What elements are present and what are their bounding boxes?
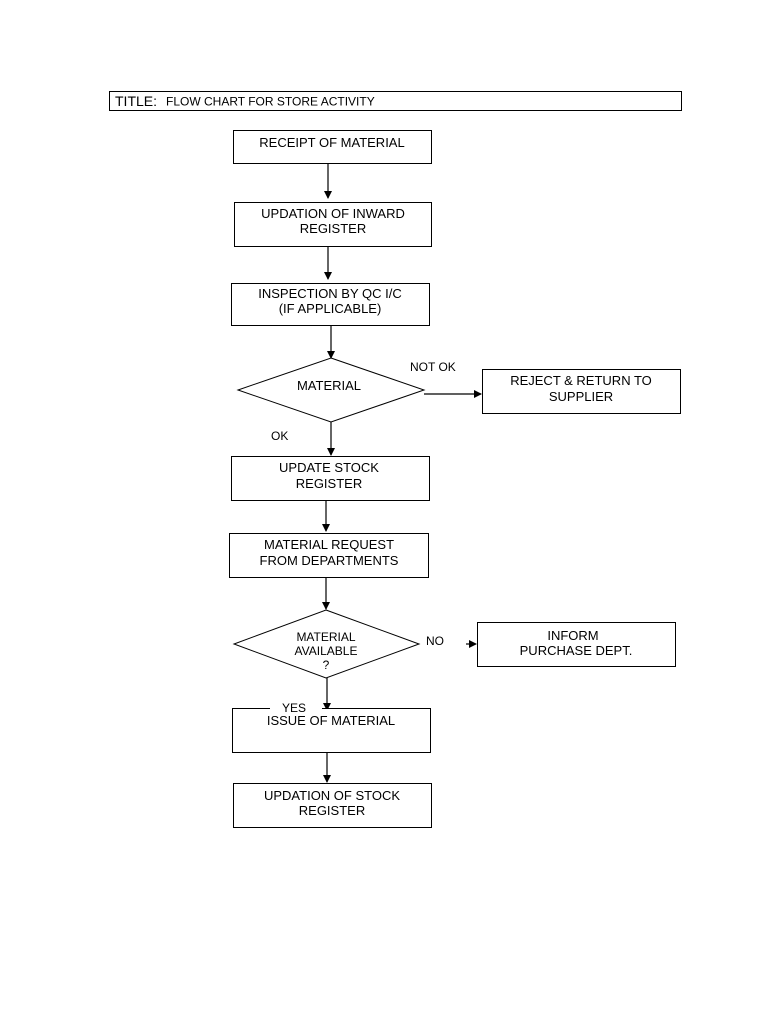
node-inspection-line-2: (IF APPLICABLE) xyxy=(279,301,382,316)
node-updation-stock: UPDATION OF STOCK REGISTER xyxy=(233,783,432,828)
node-updation-stock-line-2: REGISTER xyxy=(299,803,365,818)
node-material-check-diamond: MATERIAL xyxy=(236,357,426,423)
node-available-diamond: MATERIAL AVAILABLE ? xyxy=(232,609,421,679)
node-available-line-3: ? xyxy=(323,658,330,672)
node-update-stock: UPDATE STOCK REGISTER xyxy=(231,456,430,501)
node-inward: UPDATION OF INWARD REGISTER xyxy=(234,202,432,247)
edge-label-ok: OK xyxy=(271,429,288,443)
node-available-line-1: MATERIAL xyxy=(296,630,355,644)
node-available-line-2: AVAILABLE xyxy=(295,644,358,658)
edges xyxy=(322,164,482,783)
node-material-check-line-1: MATERIAL xyxy=(297,378,361,393)
edge-labels: NOT OK OK NO YES xyxy=(270,360,456,715)
node-inward-line-1: UPDATION OF INWARD xyxy=(261,206,405,221)
node-request-line-1: MATERIAL REQUEST xyxy=(264,537,394,552)
node-receipt: RECEIPT OF MATERIAL xyxy=(233,130,432,164)
node-update-stock-line-2: REGISTER xyxy=(296,476,362,491)
node-inspection: INSPECTION BY QC I/C (IF APPLICABLE) xyxy=(231,283,430,326)
node-inform: INFORM PURCHASE DEPT. xyxy=(477,622,676,667)
node-receipt-line-1: RECEIPT OF MATERIAL xyxy=(259,135,404,150)
node-inspection-line-1: INSPECTION BY QC I/C xyxy=(258,286,402,301)
node-inward-line-2: REGISTER xyxy=(300,221,366,236)
node-updation-stock-line-1: UPDATION OF STOCK xyxy=(264,788,400,803)
edge-label-yes: YES xyxy=(282,701,306,715)
node-issue: ISSUE OF MATERIAL xyxy=(232,708,431,753)
title-box: TITLE: FLOW CHART FOR STORE ACTIVITY xyxy=(109,91,682,111)
node-issue-line-1: ISSUE OF MATERIAL xyxy=(267,713,395,728)
node-reject: REJECT & RETURN TO SUPPLIER xyxy=(482,369,681,414)
node-request: MATERIAL REQUEST FROM DEPARTMENTS xyxy=(229,533,429,578)
node-inform-line-1: INFORM xyxy=(547,628,598,643)
node-update-stock-line-1: UPDATE STOCK xyxy=(279,460,379,475)
title-text: FLOW CHART FOR STORE ACTIVITY xyxy=(166,95,375,109)
edge-label-not-ok: NOT OK xyxy=(410,360,456,374)
node-reject-line-2: SUPPLIER xyxy=(549,389,613,404)
node-reject-line-1: REJECT & RETURN TO xyxy=(510,373,652,388)
edge-label-no: NO xyxy=(426,634,444,648)
title-prefix: TITLE: xyxy=(115,93,157,109)
node-request-line-2: FROM DEPARTMENTS xyxy=(260,553,399,568)
node-inform-line-2: PURCHASE DEPT. xyxy=(520,643,633,658)
